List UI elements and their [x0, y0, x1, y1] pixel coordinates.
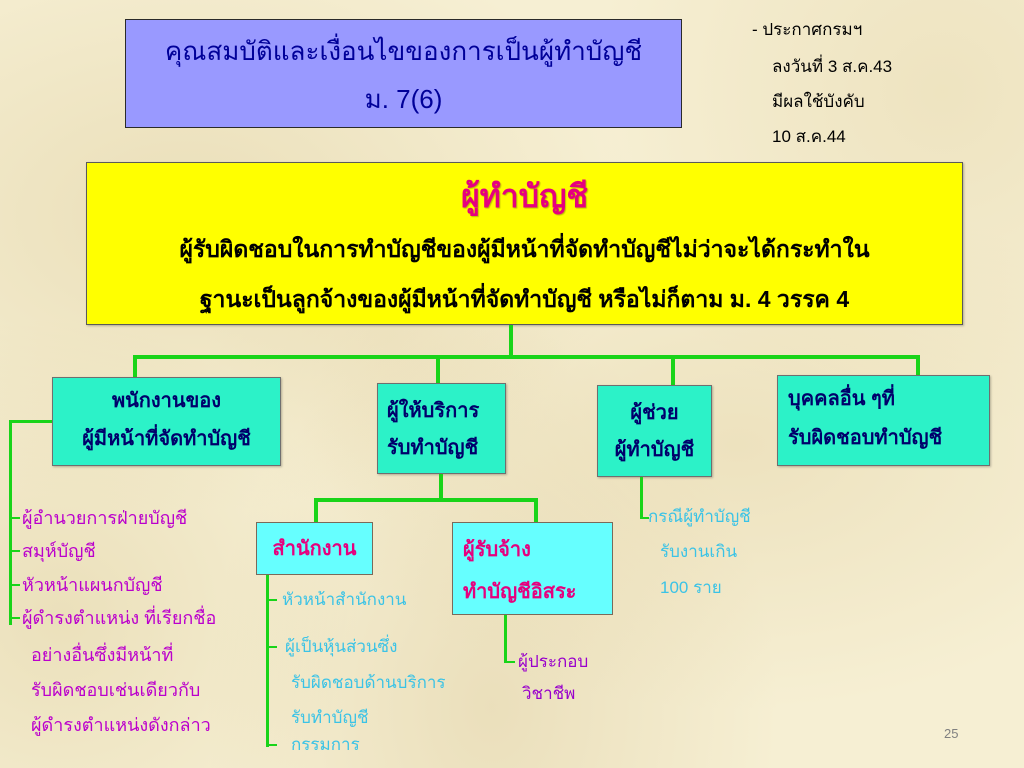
definition-heading: ผู้ทำบัญชี	[460, 178, 589, 214]
employee-position-item: หัวหน้าแผนกบัญชี	[22, 575, 163, 595]
employee-list-tick	[12, 517, 20, 519]
office-role-item: กรรมการ	[291, 735, 360, 754]
connector-freelancer-note	[504, 615, 507, 663]
connector-bus	[133, 355, 920, 359]
service-box-office: สำนักงาน	[256, 522, 373, 575]
assistant-condition-line-3: 100 ราย	[660, 578, 722, 597]
announcement-line-3: มีผลใช้บังคับ	[772, 92, 865, 111]
connector-trunk	[509, 325, 513, 358]
assistant-note-tick	[643, 517, 649, 519]
employee-list-tick	[12, 617, 20, 619]
employee-position-item-continued: รับผิดชอบเช่นเดียวกับ	[31, 680, 201, 700]
freelancer-requirement-line-1: ผู้ประกอบ	[518, 652, 589, 671]
definition-line-1: ผู้รับผิดชอบในการทำบัญชีของผู้มีหน้าที่จ…	[179, 236, 870, 262]
office-list-tick	[269, 744, 277, 746]
service-office-label: สำนักงาน	[272, 538, 357, 560]
connector-to-freelancer	[534, 498, 538, 522]
category-box-others: บุคคลอื่น ๆที่ รับผิดชอบทำบัญชี	[777, 375, 990, 466]
announcement-line-1: - ประกาศกรมฯ	[752, 20, 863, 39]
connector-employee-list	[9, 420, 12, 625]
freelancer-requirement-line-2: วิชาชีพ	[522, 684, 576, 703]
category-box-employees: พนักงานของ ผู้มีหน้าที่จัดทำบัญชี	[52, 377, 281, 466]
employee-list-tick	[12, 550, 20, 552]
employee-position-item-continued: ผู้ดำรงตำแหน่งดังกล่าว	[31, 715, 211, 735]
connector-to-others	[916, 355, 920, 376]
slide-title-line-1: คุณสมบัติและเงื่อนไขของการเป็นผู้ทำบัญชี	[164, 36, 643, 66]
connector-employee-bracket	[9, 420, 52, 423]
office-list-tick	[269, 646, 277, 648]
page-number: 25	[944, 726, 959, 741]
category-box-service-providers: ผู้ให้บริการ รับทำบัญชี	[377, 383, 506, 474]
announcement-line-2: ลงวันที่ 3 ส.ค.43	[772, 57, 893, 76]
office-role-item: ผู้เป็นหุ้นส่วนซึ่ง	[285, 637, 398, 656]
assistant-condition-line-2: รับงานเกิน	[660, 542, 738, 561]
connector-provider-bus	[314, 498, 538, 502]
slide-title-box: คุณสมบัติและเงื่อนไขของการเป็นผู้ทำบัญชี…	[125, 19, 682, 128]
office-list-tick	[269, 599, 277, 601]
employee-position-item-continued: อย่างอื่นซึ่งมีหน้าที่	[31, 645, 174, 665]
category-assistants-line-1: ผู้ช่วย	[630, 402, 679, 424]
employee-position-item: ผู้ดำรงตำแหน่ง ที่เรียกชื่อ	[22, 608, 217, 628]
service-box-freelancer: ผู้รับจ้าง ทำบัญชีอิสระ	[452, 522, 613, 615]
connector-to-assistants	[671, 355, 675, 385]
connector-provider-trunk	[439, 474, 443, 500]
office-role-item: หัวหน้าสำนักงาน	[282, 590, 407, 609]
connector-to-employees	[133, 355, 137, 377]
service-freelancer-line-2: ทำบัญชีอิสระ	[463, 581, 577, 603]
category-others-line-1: บุคคลอื่น ๆที่	[788, 388, 895, 410]
employee-list-tick	[12, 584, 20, 586]
announcement-line-4: 10 ส.ค.44	[772, 127, 846, 146]
category-service-providers-line-2: รับทำบัญชี	[387, 437, 479, 459]
office-role-item-continued: รับทำบัญชี	[291, 708, 369, 727]
office-role-item-continued: รับผิดชอบด้านบริการ	[291, 673, 446, 692]
employee-position-item: สมุห์บัญชี	[22, 541, 96, 561]
definition-line-2: ฐานะเป็นลูกจ้างของผู้มีหน้าที่จัดทำบัญชี…	[199, 286, 850, 312]
service-freelancer-line-1: ผู้รับจ้าง	[463, 539, 531, 561]
category-service-providers-line-1: ผู้ให้บริการ	[387, 400, 480, 422]
freelancer-note-tick	[507, 661, 515, 663]
connector-assistant-note	[640, 477, 643, 519]
connector-office-list	[266, 575, 269, 747]
definition-box: ผู้ทำบัญชี ผู้รับผิดชอบในการทำบัญชีของผู…	[86, 162, 963, 325]
employee-position-item: ผู้อำนวยการฝ่ายบัญชี	[22, 508, 188, 528]
connector-to-office	[314, 498, 318, 522]
connector-to-service-providers	[436, 355, 440, 383]
slide-title-line-2: ม. 7(6)	[364, 84, 443, 114]
category-assistants-line-2: ผู้ทำบัญชี	[614, 439, 695, 461]
category-employees-line-1: พนักงานของ	[111, 390, 222, 412]
category-others-line-2: รับผิดชอบทำบัญชี	[788, 427, 943, 449]
category-employees-line-2: ผู้มีหน้าที่จัดทำบัญชี	[82, 428, 251, 450]
category-box-assistants: ผู้ช่วย ผู้ทำบัญชี	[597, 385, 712, 477]
assistant-condition-line-1: กรณีผู้ทำบัญชี	[648, 507, 751, 526]
